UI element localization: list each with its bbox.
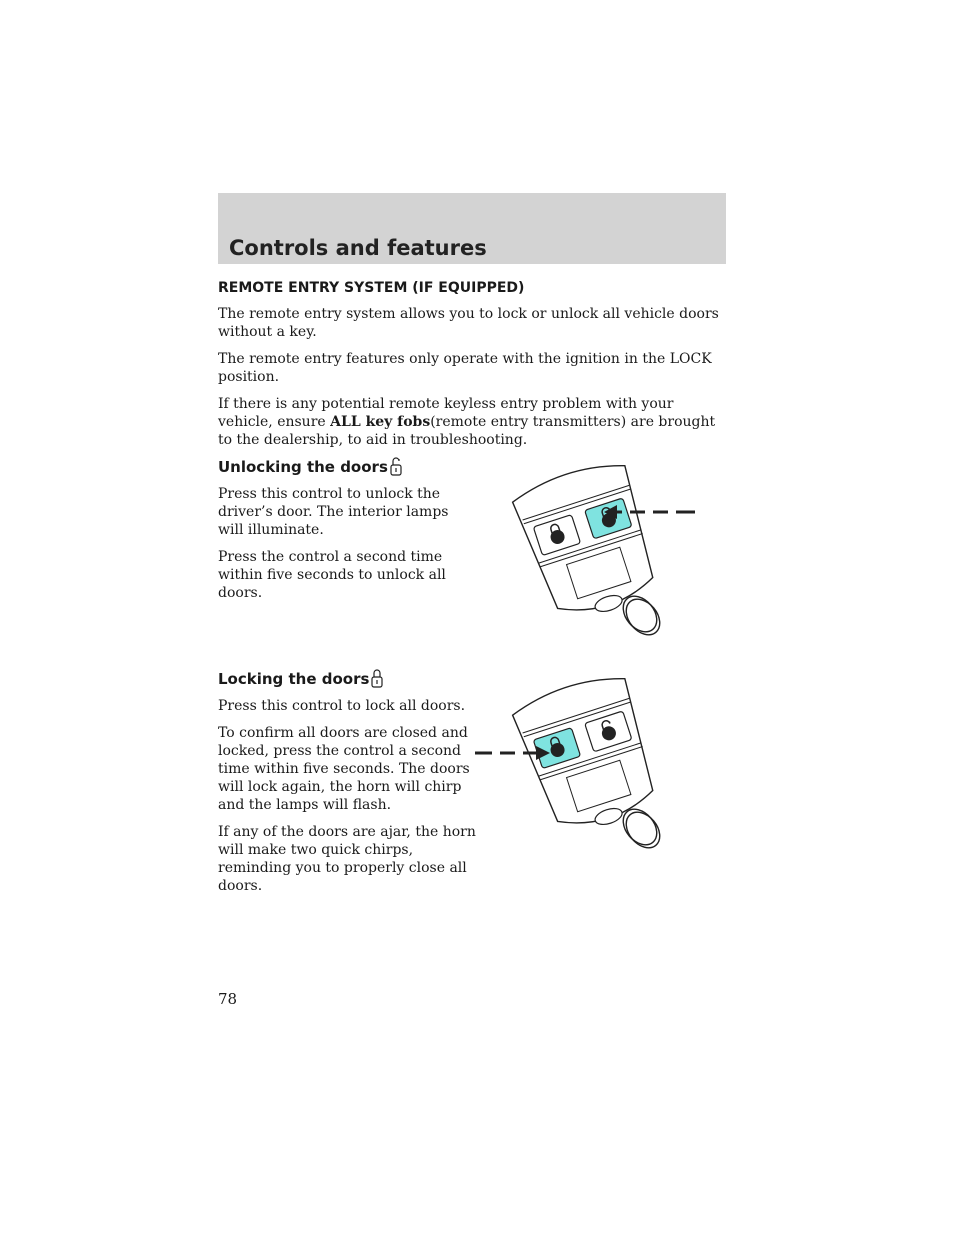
key-fob-unlock-illustration (511, 465, 695, 636)
intro-paragraph-3: If there is any potential remote keyless… (218, 395, 728, 449)
lock-section: Locking the doors Press this control to … (218, 652, 728, 904)
lock-paragraph-1: Press this control to lock all doors. (218, 698, 466, 714)
lock-icon (371, 669, 384, 688)
p3-post: (remote entry transmitters) are brought … (218, 414, 716, 448)
key-fob-lock-illustration (475, 678, 661, 849)
unlock-heading: Unlocking the doors (218, 456, 728, 476)
lock-paragraph-2: To confirm all doors are closed and lock… (218, 725, 470, 813)
p3-pre: If there is any potential remote keyless… (218, 396, 674, 430)
page-header-title: Controls and features (229, 236, 487, 260)
lock-heading: Locking the doors (218, 668, 728, 688)
page-number: 78 (218, 990, 238, 1008)
header-band: Controls and features (218, 193, 726, 264)
intro-section: REMOTE ENTRY SYSTEM (IF EQUIPPED) The re… (218, 280, 728, 458)
unlock-section: Unlocking the doors Press this control t… (218, 440, 728, 611)
unlock-title: Unlocking the doors (218, 458, 388, 476)
lock-paragraph-3: If any of the doors are ajar, the horn w… (218, 824, 476, 894)
unlock-icon (390, 457, 402, 476)
section-title: REMOTE ENTRY SYSTEM (IF EQUIPPED) (218, 280, 525, 296)
intro-paragraph-1: The remote entry system allows you to lo… (218, 306, 719, 340)
lock-title: Locking the doors (218, 670, 370, 688)
unlock-paragraph-1: Press this control to unlock the driver’… (218, 486, 449, 538)
intro-paragraph-2: The remote entry features only operate w… (218, 351, 712, 385)
unlock-paragraph-2: Press the control a second time within f… (218, 549, 446, 601)
p3-bold: ALL key fobs (330, 414, 431, 430)
